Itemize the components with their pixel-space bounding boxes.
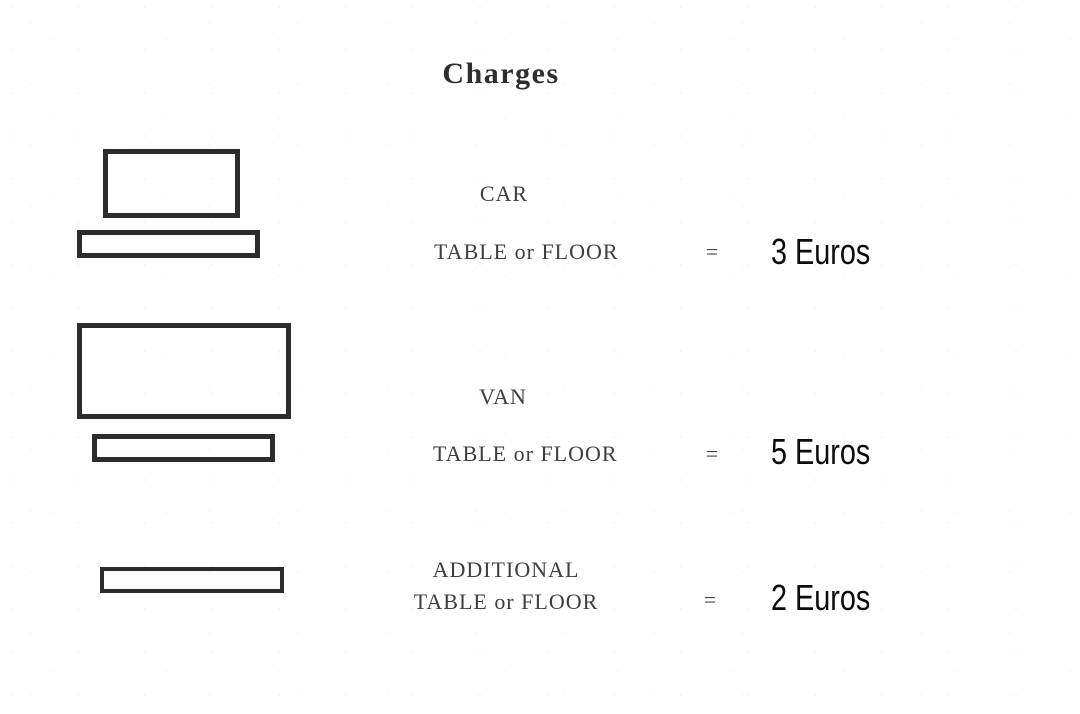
van-table-rect bbox=[92, 434, 275, 462]
row-van-price: 5 Euros bbox=[771, 431, 871, 472]
row-van-equals-sign: = bbox=[705, 441, 719, 466]
additional-table-rect bbox=[100, 567, 284, 593]
row-additional-surface-label: TABLE or FLOOR bbox=[413, 589, 599, 614]
page-title: Charges bbox=[442, 57, 560, 90]
row-car-surface-label: TABLE or FLOOR bbox=[434, 239, 619, 264]
car-body-rect bbox=[103, 149, 240, 218]
van-body-rect bbox=[77, 323, 291, 419]
row-additional-equals-sign: = bbox=[703, 587, 717, 612]
row-car-equals-sign: = bbox=[705, 239, 719, 264]
row-additional-price: 2 Euros bbox=[771, 577, 871, 618]
row-additional-vehicle-label: ADDITIONAL bbox=[432, 557, 580, 582]
car-table-rect bbox=[77, 230, 260, 258]
row-van-vehicle-label: VAN bbox=[479, 384, 527, 409]
row-van-surface-label: TABLE or FLOOR bbox=[433, 441, 618, 466]
row-car-vehicle-label: CAR bbox=[479, 181, 529, 206]
row-additional-label-block: ADDITIONAL TABLE or FLOOR bbox=[406, 554, 606, 618]
row-car-price: 3 Euros bbox=[771, 231, 871, 272]
